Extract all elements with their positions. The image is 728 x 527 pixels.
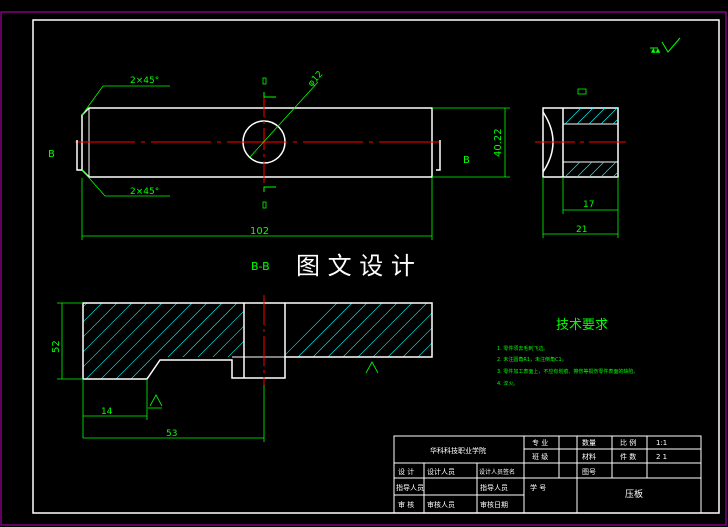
tb-cell: 件 数 — [620, 452, 636, 461]
school-name: 华科科技职业学院 — [430, 446, 486, 455]
roughness-symbol-icon: ▲▲ — [650, 37, 681, 54]
tb-cell: 图号 — [582, 468, 596, 476]
tech-item: 1. 零件须去毛刺飞边。 — [497, 345, 548, 352]
tb-cell: 设计人员签名 — [479, 468, 515, 476]
dim-section-height: 52 — [51, 340, 62, 353]
svg-text:▲▲: ▲▲ — [651, 47, 661, 54]
tb-cell: 审核人员 — [427, 500, 455, 509]
dim-side-inner: 17 — [583, 200, 594, 210]
section-mark-right: B — [463, 155, 470, 166]
dim-section-length: 53 — [166, 429, 177, 439]
tb-cell: 设 计 — [398, 467, 414, 476]
dim-side-width: 21 — [576, 225, 587, 235]
section-mark-left: B — [48, 149, 55, 160]
tech-requirements: 技术要求 1. 零件须去毛刺飞边。 2. 未注圆角R1，未注倒角C1。 3. 零… — [497, 318, 638, 387]
title-banner: 图 文 设 计 — [296, 252, 415, 280]
tech-item: 2. 未注圆角R1，未注倒角C1。 — [497, 356, 567, 363]
title-block — [393, 435, 702, 514]
tb-cell: 审核日期 — [480, 500, 508, 509]
dim-chamfer-bottom: 2×45° — [130, 187, 159, 197]
dim-height: 40.22 — [493, 128, 504, 157]
dim-total-length: 102 — [250, 226, 269, 237]
tech-item: 4. 淬火。 — [497, 380, 518, 387]
tb-cell: 班 级 — [532, 452, 548, 461]
side-view: 17 21 — [535, 88, 626, 238]
sheet-inner-frame — [32, 19, 720, 514]
tb-cell: 2 1 — [656, 453, 667, 461]
tb-cell: 比 例 — [620, 438, 636, 447]
tech-item: 3. 零件加工表面上，不应有划痕、擦伤等损伤零件表面的缺陷。 — [497, 368, 638, 375]
tb-cell: 1:1 — [656, 439, 667, 447]
front-view: B B 2×45° 2×45° φ12 102 40.22 — [48, 69, 510, 240]
dim-section-step: 14 — [101, 407, 113, 417]
section-view: 52 14 53 — [51, 295, 433, 442]
dim-hole-diameter: φ12 — [306, 69, 325, 89]
tb-cell: 数量 — [582, 438, 596, 447]
dim-chamfer-top: 2×45° — [130, 76, 159, 86]
section-view-outline — [82, 302, 433, 380]
tb-cell: 指导人员 — [396, 483, 424, 492]
tb-cell: 设计人员 — [427, 467, 455, 476]
tb-cell: 专 业 — [532, 438, 548, 447]
sheet-outer-border — [0, 11, 727, 526]
tb-cell: 学 号 — [530, 483, 546, 492]
tb-cell: 审 核 — [398, 500, 414, 509]
title-block-text: 华科科技职业学院 专 业 数量 比 例 1:1 班 级 材料 件 数 2 1 设… — [396, 438, 667, 509]
tb-cell: 指导人员 — [480, 483, 508, 492]
tech-title: 技术要求 — [556, 318, 608, 333]
section-label: B-B — [251, 260, 270, 273]
part-name: 压板 — [625, 488, 643, 500]
tb-cell: 材料 — [582, 452, 596, 461]
